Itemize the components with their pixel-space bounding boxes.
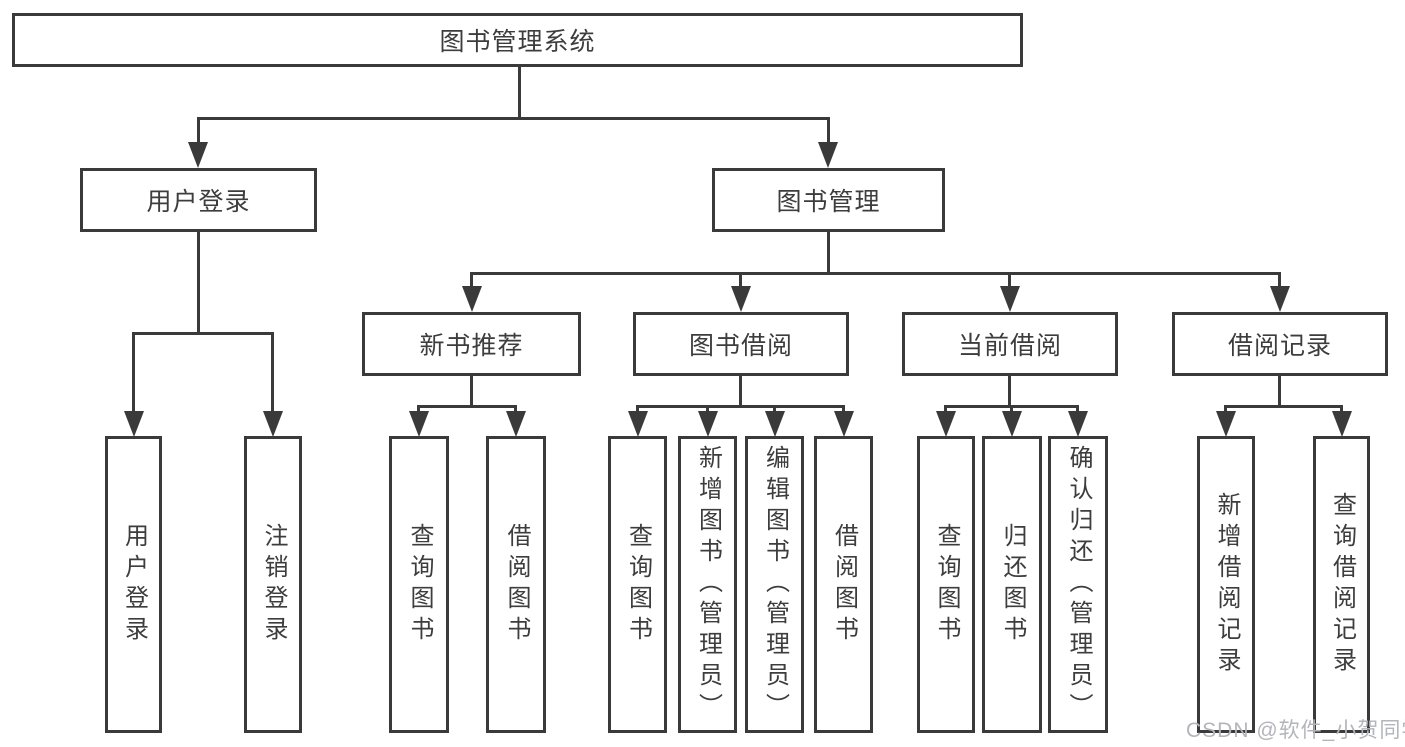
arrowhead-down-icon <box>1000 286 1020 312</box>
leaf-label: 新增图书（管理员） <box>694 445 722 724</box>
connector-line <box>1278 272 1281 288</box>
connector-line <box>470 272 1281 275</box>
connector-line <box>842 405 845 413</box>
node-label: 图书管理系统 <box>439 28 596 56</box>
node-user-login: 用户登录 <box>80 168 317 232</box>
leaf-bb-query-books: 查询图书 <box>608 436 667 733</box>
connector-line <box>1008 376 1011 408</box>
arrowhead-down-icon <box>188 142 208 168</box>
csdn-watermark: CSDN @软件_小贺同学 <box>1186 719 1405 742</box>
connector-line <box>417 405 420 413</box>
connector-line <box>1076 405 1079 413</box>
connector-line <box>773 405 776 413</box>
arrowhead-down-icon <box>1270 286 1290 312</box>
connector-line <box>1010 405 1013 413</box>
connector-line <box>417 405 517 408</box>
leaf-br-add-record: 新增借阅记录 <box>1197 436 1255 733</box>
arrowhead-down-icon <box>1002 411 1022 437</box>
node-label: 当前借阅 <box>957 332 1062 360</box>
node-label: 图书管理 <box>776 188 881 216</box>
connector-line <box>1224 405 1343 408</box>
leaf-label: 确认归还（管理员） <box>1065 445 1092 724</box>
leaf-label: 注销登录 <box>260 522 287 647</box>
connector-line <box>1008 272 1011 288</box>
connector-line <box>1340 405 1343 413</box>
connector-line <box>739 376 742 408</box>
connector-line <box>470 376 473 408</box>
node-label: 新书推荐 <box>419 332 524 360</box>
connector-line <box>518 67 521 120</box>
node-book-borrow: 图书借阅 <box>633 312 849 376</box>
connector-line <box>636 405 639 413</box>
leaf-label: 用户登录 <box>120 522 148 647</box>
leaf-label: 查询图书 <box>406 522 433 647</box>
leaf-label: 新增借阅记录 <box>1213 491 1240 678</box>
node-label: 借阅记录 <box>1227 332 1332 360</box>
arrowhead-down-icon <box>409 411 429 437</box>
arrowhead-down-icon <box>698 411 718 437</box>
arrowhead-down-icon <box>834 411 854 437</box>
arrowhead-down-icon <box>765 411 785 437</box>
leaf-label: 借阅图书 <box>830 522 858 647</box>
node-label: 用户登录 <box>146 188 251 216</box>
leaf-br-query-record: 查询借阅记录 <box>1313 436 1370 733</box>
connector-line <box>514 405 517 413</box>
node-library-management-system: 图书管理系统 <box>12 13 1023 67</box>
leaf-label: 借阅图书 <box>503 522 530 647</box>
connector-line <box>470 272 473 288</box>
arrowhead-down-icon <box>818 142 838 168</box>
connector-line <box>132 332 274 335</box>
connector-line <box>197 232 200 334</box>
connector-line <box>706 405 709 413</box>
leaf-label: 编辑图书（管理员） <box>761 445 789 724</box>
leaf-label: 查询图书 <box>933 522 960 647</box>
connector-line <box>636 405 845 408</box>
arrowhead-down-icon <box>1216 411 1236 437</box>
leaf-nb-query-books: 查询图书 <box>389 436 449 733</box>
arrowhead-down-icon <box>124 411 144 437</box>
arrowhead-down-icon <box>628 411 648 437</box>
connector-line <box>132 332 135 413</box>
leaf-bb-edit-books-admin: 编辑图书（管理员） <box>745 436 804 733</box>
connector-line <box>944 405 947 413</box>
connector-line <box>197 117 200 143</box>
node-book-management: 图书管理 <box>712 168 945 232</box>
leaf-cb-query-books: 查询图书 <box>917 436 975 733</box>
arrowhead-down-icon <box>1332 411 1352 437</box>
connector-line <box>197 117 830 120</box>
node-label: 图书借阅 <box>688 332 793 360</box>
arrowhead-down-icon <box>462 286 482 312</box>
leaf-label: 查询图书 <box>624 522 652 647</box>
leaf-nb-borrow-books: 借阅图书 <box>486 436 546 733</box>
leaf-cb-return-books: 归还图书 <box>982 436 1042 733</box>
connector-line <box>271 332 274 413</box>
leaf-label: 查询借阅记录 <box>1328 491 1356 678</box>
leaf-bb-borrow-books: 借阅图书 <box>814 436 873 733</box>
node-new-book-recommend: 新书推荐 <box>362 312 581 376</box>
arrowhead-down-icon <box>731 286 751 312</box>
connector-line <box>739 272 742 288</box>
connector-line <box>1278 376 1281 408</box>
leaf-cb-confirm-return-admin: 确认归还（管理员） <box>1048 436 1108 733</box>
connector-line <box>827 232 830 275</box>
arrowhead-down-icon <box>936 411 956 437</box>
connector-line <box>827 117 830 143</box>
node-current-borrow: 当前借阅 <box>902 312 1118 376</box>
leaf-user-login: 用户登录 <box>105 436 162 733</box>
leaf-bb-add-books-admin: 新增图书（管理员） <box>678 436 737 733</box>
connector-line <box>1224 405 1227 413</box>
leaf-logout-login: 注销登录 <box>244 436 302 733</box>
arrowhead-down-icon <box>506 411 526 437</box>
node-borrow-records: 借阅记录 <box>1172 312 1388 376</box>
arrowhead-down-icon <box>1068 411 1088 437</box>
arrowhead-down-icon <box>263 411 283 437</box>
leaf-label: 归还图书 <box>999 522 1026 647</box>
